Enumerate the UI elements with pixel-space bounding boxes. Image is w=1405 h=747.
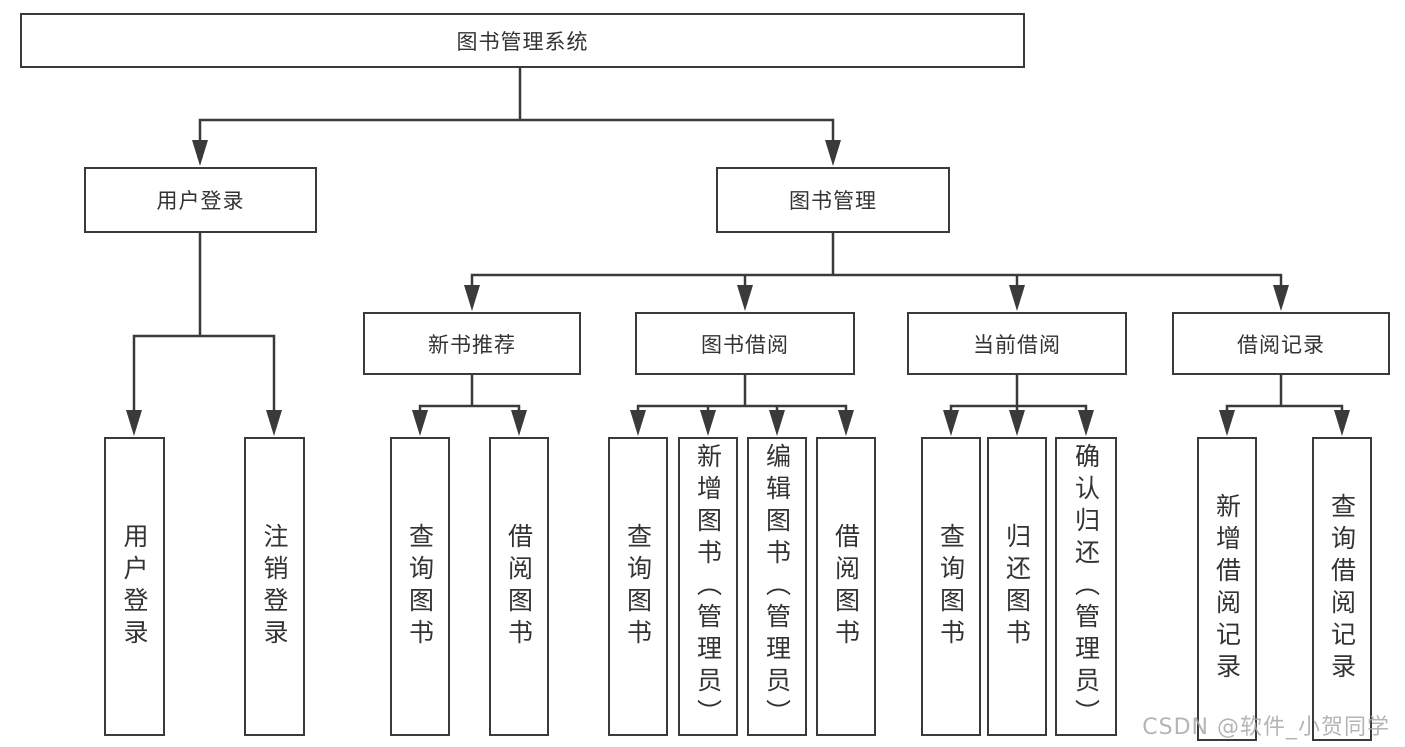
leaf-label: 编辑图书（管理员） <box>762 442 792 731</box>
leaf-add-books-admin: 新增图书（管理员） <box>678 437 738 736</box>
node-borrowing-records: 借阅记录 <box>1172 312 1390 375</box>
leaf-query-books-borrowing: 查询图书 <box>608 437 668 736</box>
node-book-management: 图书管理 <box>716 167 950 233</box>
node-user-login: 用户登录 <box>84 167 317 233</box>
node-label: 图书管理 <box>789 189 877 213</box>
leaf-label: 借阅图书 <box>504 522 534 651</box>
leaf-query-borrow-record: 查询借阅记录 <box>1312 437 1372 741</box>
node-label: 图书管理系统 <box>456 29 589 54</box>
node-label: 新书推荐 <box>428 332 516 357</box>
node-label: 图书借阅 <box>701 332 789 357</box>
node-label: 借阅记录 <box>1237 332 1325 357</box>
leaf-label: 新增借阅记录 <box>1212 493 1242 685</box>
leaf-label: 新增图书（管理员） <box>693 442 723 731</box>
leaf-borrow-books-recommend: 借阅图书 <box>489 437 549 736</box>
leaf-borrow-books: 借阅图书 <box>816 437 876 736</box>
leaf-label: 查询图书 <box>405 522 435 651</box>
leaf-confirm-return-admin: 确认归还（管理员） <box>1055 437 1117 736</box>
node-label: 用户登录 <box>156 189 245 213</box>
arrowheads <box>126 140 1350 436</box>
watermark: CSDN @软件_小贺同学 <box>1142 715 1390 740</box>
leaf-edit-books-admin: 编辑图书（管理员） <box>747 437 807 736</box>
node-current-borrowing: 当前借阅 <box>907 312 1127 375</box>
leaf-label: 查询借阅记录 <box>1327 493 1357 685</box>
leaf-label: 借阅图书 <box>831 522 861 651</box>
node-new-book-recommendation: 新书推荐 <box>363 312 581 375</box>
leaf-label: 确认归还（管理员） <box>1071 442 1101 731</box>
leaf-return-books: 归还图书 <box>987 437 1047 736</box>
leaf-label: 查询图书 <box>623 522 653 651</box>
leaf-add-borrow-record: 新增借阅记录 <box>1197 437 1257 741</box>
leaf-label: 查询图书 <box>936 522 966 651</box>
leaf-label: 用户登录 <box>120 522 149 651</box>
node-library-management-system: 图书管理系统 <box>20 13 1025 68</box>
node-label: 当前借阅 <box>973 332 1061 357</box>
leaf-query-books-current: 查询图书 <box>921 437 981 736</box>
leaf-logout: 注销登录 <box>244 437 305 736</box>
leaf-label: 注销登录 <box>260 522 289 651</box>
leaf-label: 归还图书 <box>1002 522 1032 651</box>
leaf-query-books-recommend: 查询图书 <box>390 437 450 736</box>
node-book-borrowing: 图书借阅 <box>635 312 855 375</box>
leaf-user-login: 用户登录 <box>104 437 165 736</box>
